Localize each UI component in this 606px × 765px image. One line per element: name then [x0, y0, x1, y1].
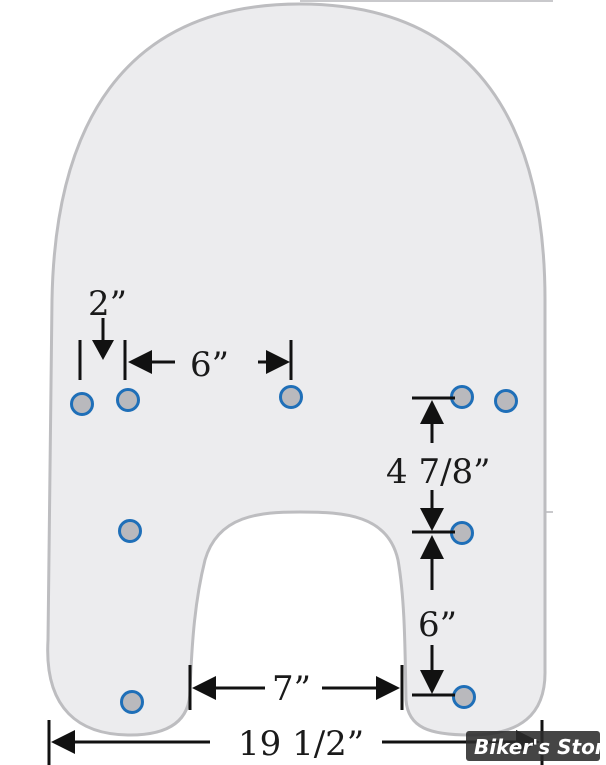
dimension-6in-top-label: 6”	[190, 345, 229, 385]
dimension-7in-right-arrowhead	[376, 676, 400, 700]
hole-right-top-outer	[494, 389, 518, 413]
dimension-7in-left-arrowhead	[192, 676, 216, 700]
dimension-6in-top-right-arrowhead	[266, 350, 290, 374]
dimension-4-7-8in-label: 4 7/8”	[386, 452, 491, 492]
dimension-6in-vertical-up-arrowhead	[420, 535, 444, 559]
hole-left-middle	[118, 519, 142, 543]
hole-left-top-inner	[116, 388, 140, 412]
dimension-4-7-8in-down-arrowhead	[420, 508, 444, 531]
dimension-2in-arrowhead	[92, 340, 114, 360]
hole-left-bottom	[120, 690, 144, 714]
hole-left-top-center	[279, 385, 303, 409]
store-watermark: Biker's Store	[466, 731, 606, 761]
dimension-2in-label: 2”	[88, 284, 127, 324]
dimension-7in-label: 7”	[272, 669, 311, 709]
dimension-4-7-8in: 4 7/8”	[386, 396, 491, 534]
hole-left-top-outer	[70, 392, 94, 416]
dimension-6in-vertical-label: 6”	[418, 605, 457, 645]
dimension-6in-top-left-arrowhead	[128, 350, 152, 374]
mounting-holes	[70, 385, 518, 714]
windshield-outline	[46, 2, 547, 737]
dimension-6in-vertical: 6”	[412, 535, 457, 697]
dimension-7in: 7”	[188, 665, 404, 710]
hole-right-bottom	[452, 685, 476, 709]
dimension-19-1-2in-label: 19 1/2”	[238, 724, 364, 764]
dimension-6in-vertical-down-arrowhead	[420, 670, 444, 694]
watermark-background	[466, 731, 600, 761]
dimension-19-1-2in-left-arrowhead	[51, 730, 75, 754]
dimension-4-7-8in-up-arrowhead	[420, 400, 444, 424]
dimension-6in-top: 6”	[128, 340, 293, 385]
watermark-text: Biker's Store	[474, 735, 606, 759]
dimension-2in: 2”	[78, 284, 127, 380]
